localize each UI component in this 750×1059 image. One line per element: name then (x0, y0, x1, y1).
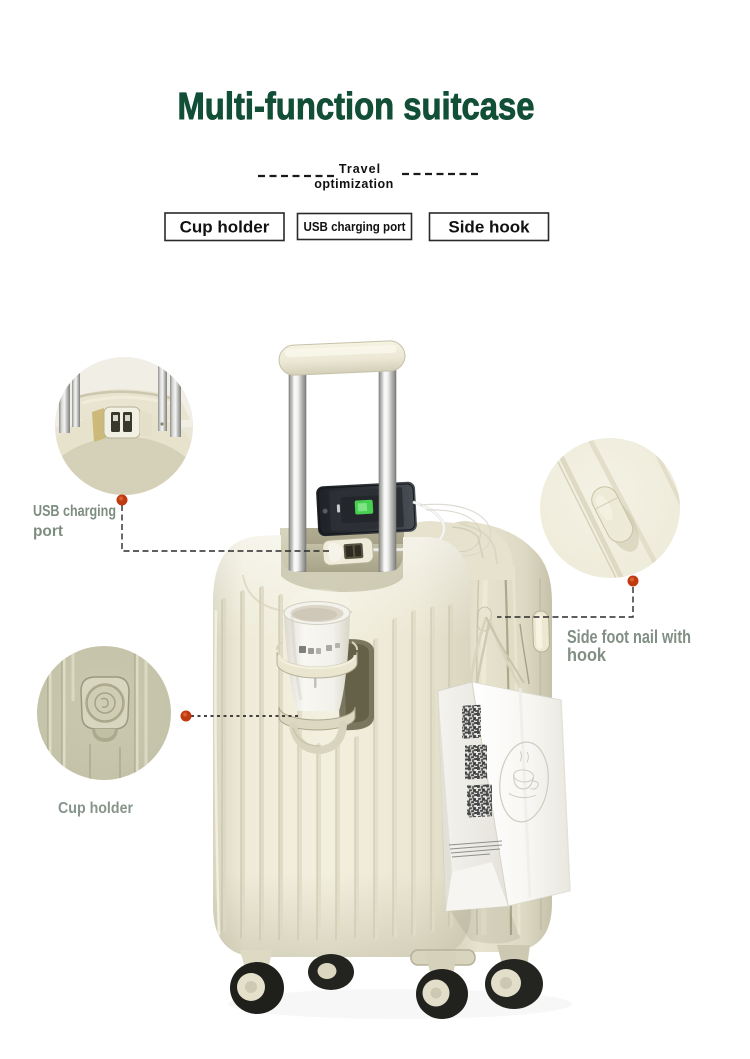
svg-text:USB charging port: USB charging port (304, 220, 407, 234)
svg-text:Side foot nail with: Side foot nail with (567, 627, 691, 647)
svg-text:hook: hook (567, 645, 607, 665)
svg-text:Travel: Travel (339, 162, 381, 176)
svg-text:Side hook: Side hook (448, 218, 530, 237)
svg-text:USB charging: USB charging (33, 503, 116, 520)
svg-text:port: port (33, 523, 64, 540)
svg-text:Cup holder: Cup holder (180, 218, 270, 237)
svg-text:optimization: optimization (314, 177, 394, 191)
svg-text:Cup holder: Cup holder (58, 800, 133, 817)
svg-text:Multi-function suitcase: Multi-function suitcase (178, 86, 535, 128)
